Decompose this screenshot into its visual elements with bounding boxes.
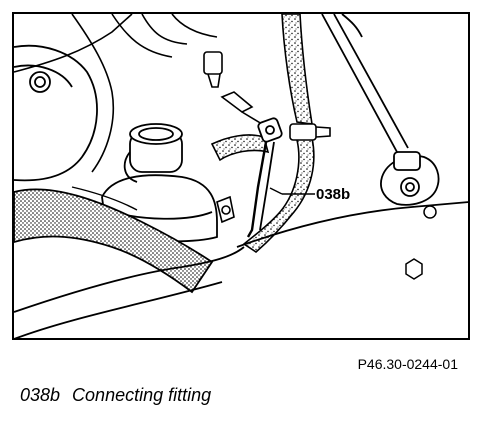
hose-clamp — [289, 123, 331, 141]
callout-label: 038b — [316, 186, 350, 203]
bracket-bolt — [216, 195, 235, 224]
caption-code: 038b — [20, 385, 61, 405]
lower-hose — [13, 188, 214, 294]
bulkhead-left — [13, 13, 218, 173]
upper-fittings — [203, 51, 263, 125]
lower-body — [13, 246, 245, 340]
coolant-hose — [210, 13, 315, 254]
strut-tower — [13, 44, 98, 182]
engine-bay-illustration: 038b — [12, 12, 470, 340]
connecting-fitting — [246, 117, 283, 238]
fastener-dots — [405, 205, 437, 280]
caption-text: Connecting fitting — [72, 385, 212, 405]
fender-edge — [236, 201, 470, 248]
figure-reference: P46.30-0244-01 — [357, 356, 458, 372]
figure-caption: 038b Connecting fitting — [20, 385, 211, 406]
support-strut — [321, 13, 409, 153]
mount-bracket — [380, 151, 440, 206]
coolant-reservoir — [101, 123, 218, 243]
